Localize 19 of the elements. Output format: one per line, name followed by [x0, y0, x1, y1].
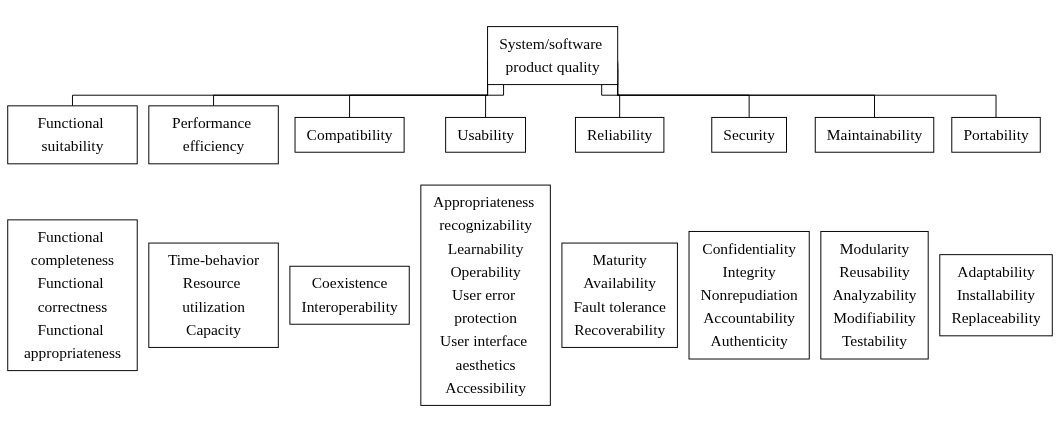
node-box: Portability: [951, 116, 1041, 153]
node-box: Coexistence Interoperability: [289, 265, 410, 325]
node-box: Confidentiality Integrity Nonrepudiation Accountability Authenticity: [688, 230, 810, 360]
node-box: Functional completeness Functional correctness Functional appropriateness: [7, 219, 138, 372]
node-box: Maintainability: [814, 116, 935, 153]
node-box: Appropriateness recognizability Learnability Operability User error protection User interface aesthetics Accessibility: [420, 184, 551, 406]
node-box: Maturity Availability Fault tolerance Recoverability: [561, 242, 678, 348]
node-box: Functional suitability: [7, 105, 138, 165]
node-box: Security: [711, 116, 787, 153]
node-box: System/software product quality: [487, 26, 619, 86]
node-box: Reliability: [574, 116, 665, 153]
node-box: Time-behavior Resource utilization Capacity: [148, 242, 279, 348]
connector: [601, 84, 621, 118]
node-box: Performance efficiency: [148, 105, 279, 165]
node-box: Compatibility: [294, 116, 405, 153]
connector: [485, 84, 505, 118]
node-box: Modularity Reusability Analyzability Modifiability Testability: [820, 230, 929, 360]
node-box: Usability: [445, 116, 526, 153]
node-box: Adaptability Installability Replaceability: [939, 254, 1053, 337]
